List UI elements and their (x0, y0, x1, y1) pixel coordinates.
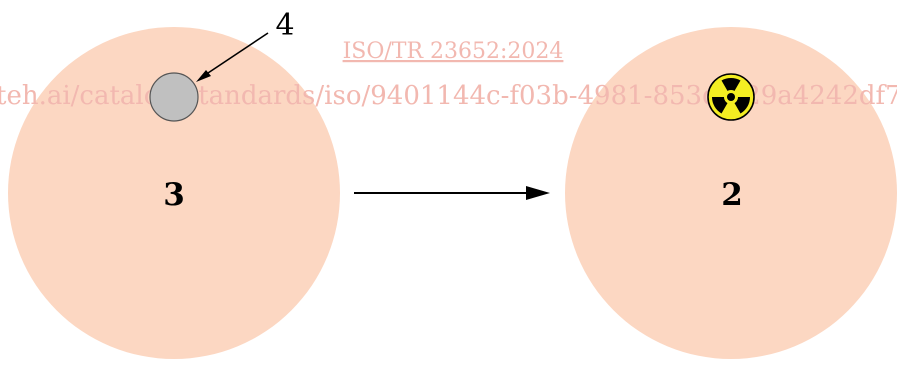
left-circle-label: 3 (163, 177, 185, 213)
watermark-link[interactable]: teh.ai/catalog/standards/iso/9401144c-f0… (0, 81, 897, 111)
watermark-url: teh.ai/catalog/standards/iso/9401144c-f0… (0, 81, 897, 111)
transformation-arrowhead (526, 186, 550, 200)
callout-arrowhead (196, 70, 211, 82)
callout-label-4: 4 (275, 8, 294, 43)
left-circle (8, 27, 340, 359)
right-circle-label: 2 (721, 177, 743, 213)
right-circle (565, 27, 897, 359)
radiation-trefoil-icon (707, 73, 755, 121)
particle-circle (149, 72, 199, 122)
watermark-title: ISO/TR 23652:2024 (343, 39, 564, 64)
callout-leader-line (201, 32, 269, 78)
